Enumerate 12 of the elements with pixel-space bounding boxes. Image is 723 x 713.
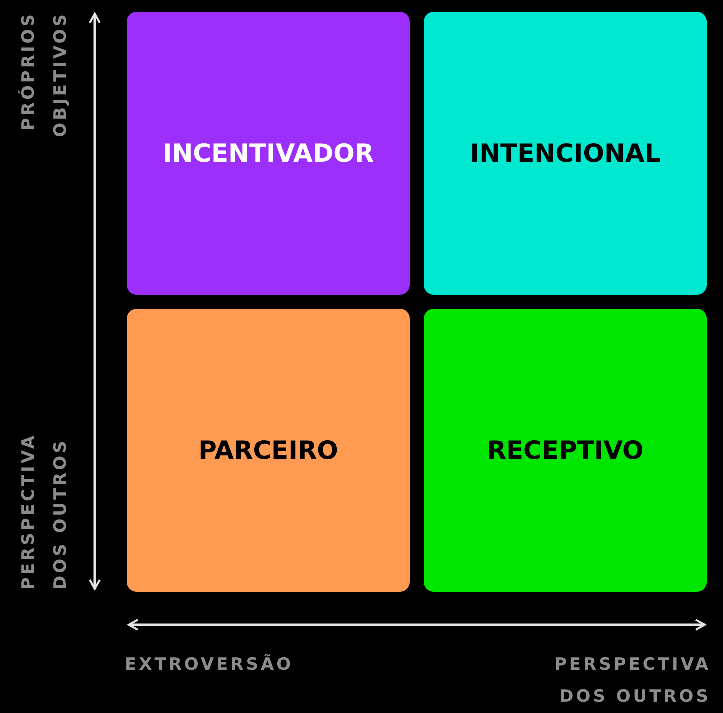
quadrant-label: INCENTIVADOR: [162, 139, 374, 168]
axis-label: PERSPECTIVA DOS OUTROS: [553, 654, 711, 709]
axis-label: PERSPECTIVA DOS OUTROS: [18, 432, 72, 590]
quadrant-box: [424, 12, 707, 295]
quadrant-box: [127, 12, 410, 295]
axis-label: EXTROVERSÃO: [125, 653, 295, 677]
quadrant-label: PARCEIRO: [198, 436, 338, 465]
axis-label: PRÓPRIOS OBJETIVOS: [17, 12, 72, 140]
quadrant-label: RECEPTIVO: [487, 436, 644, 465]
quadrant-label: INTENCIONAL: [470, 139, 661, 168]
quadrant-box: [424, 309, 707, 592]
quadrant-box: [127, 309, 410, 592]
